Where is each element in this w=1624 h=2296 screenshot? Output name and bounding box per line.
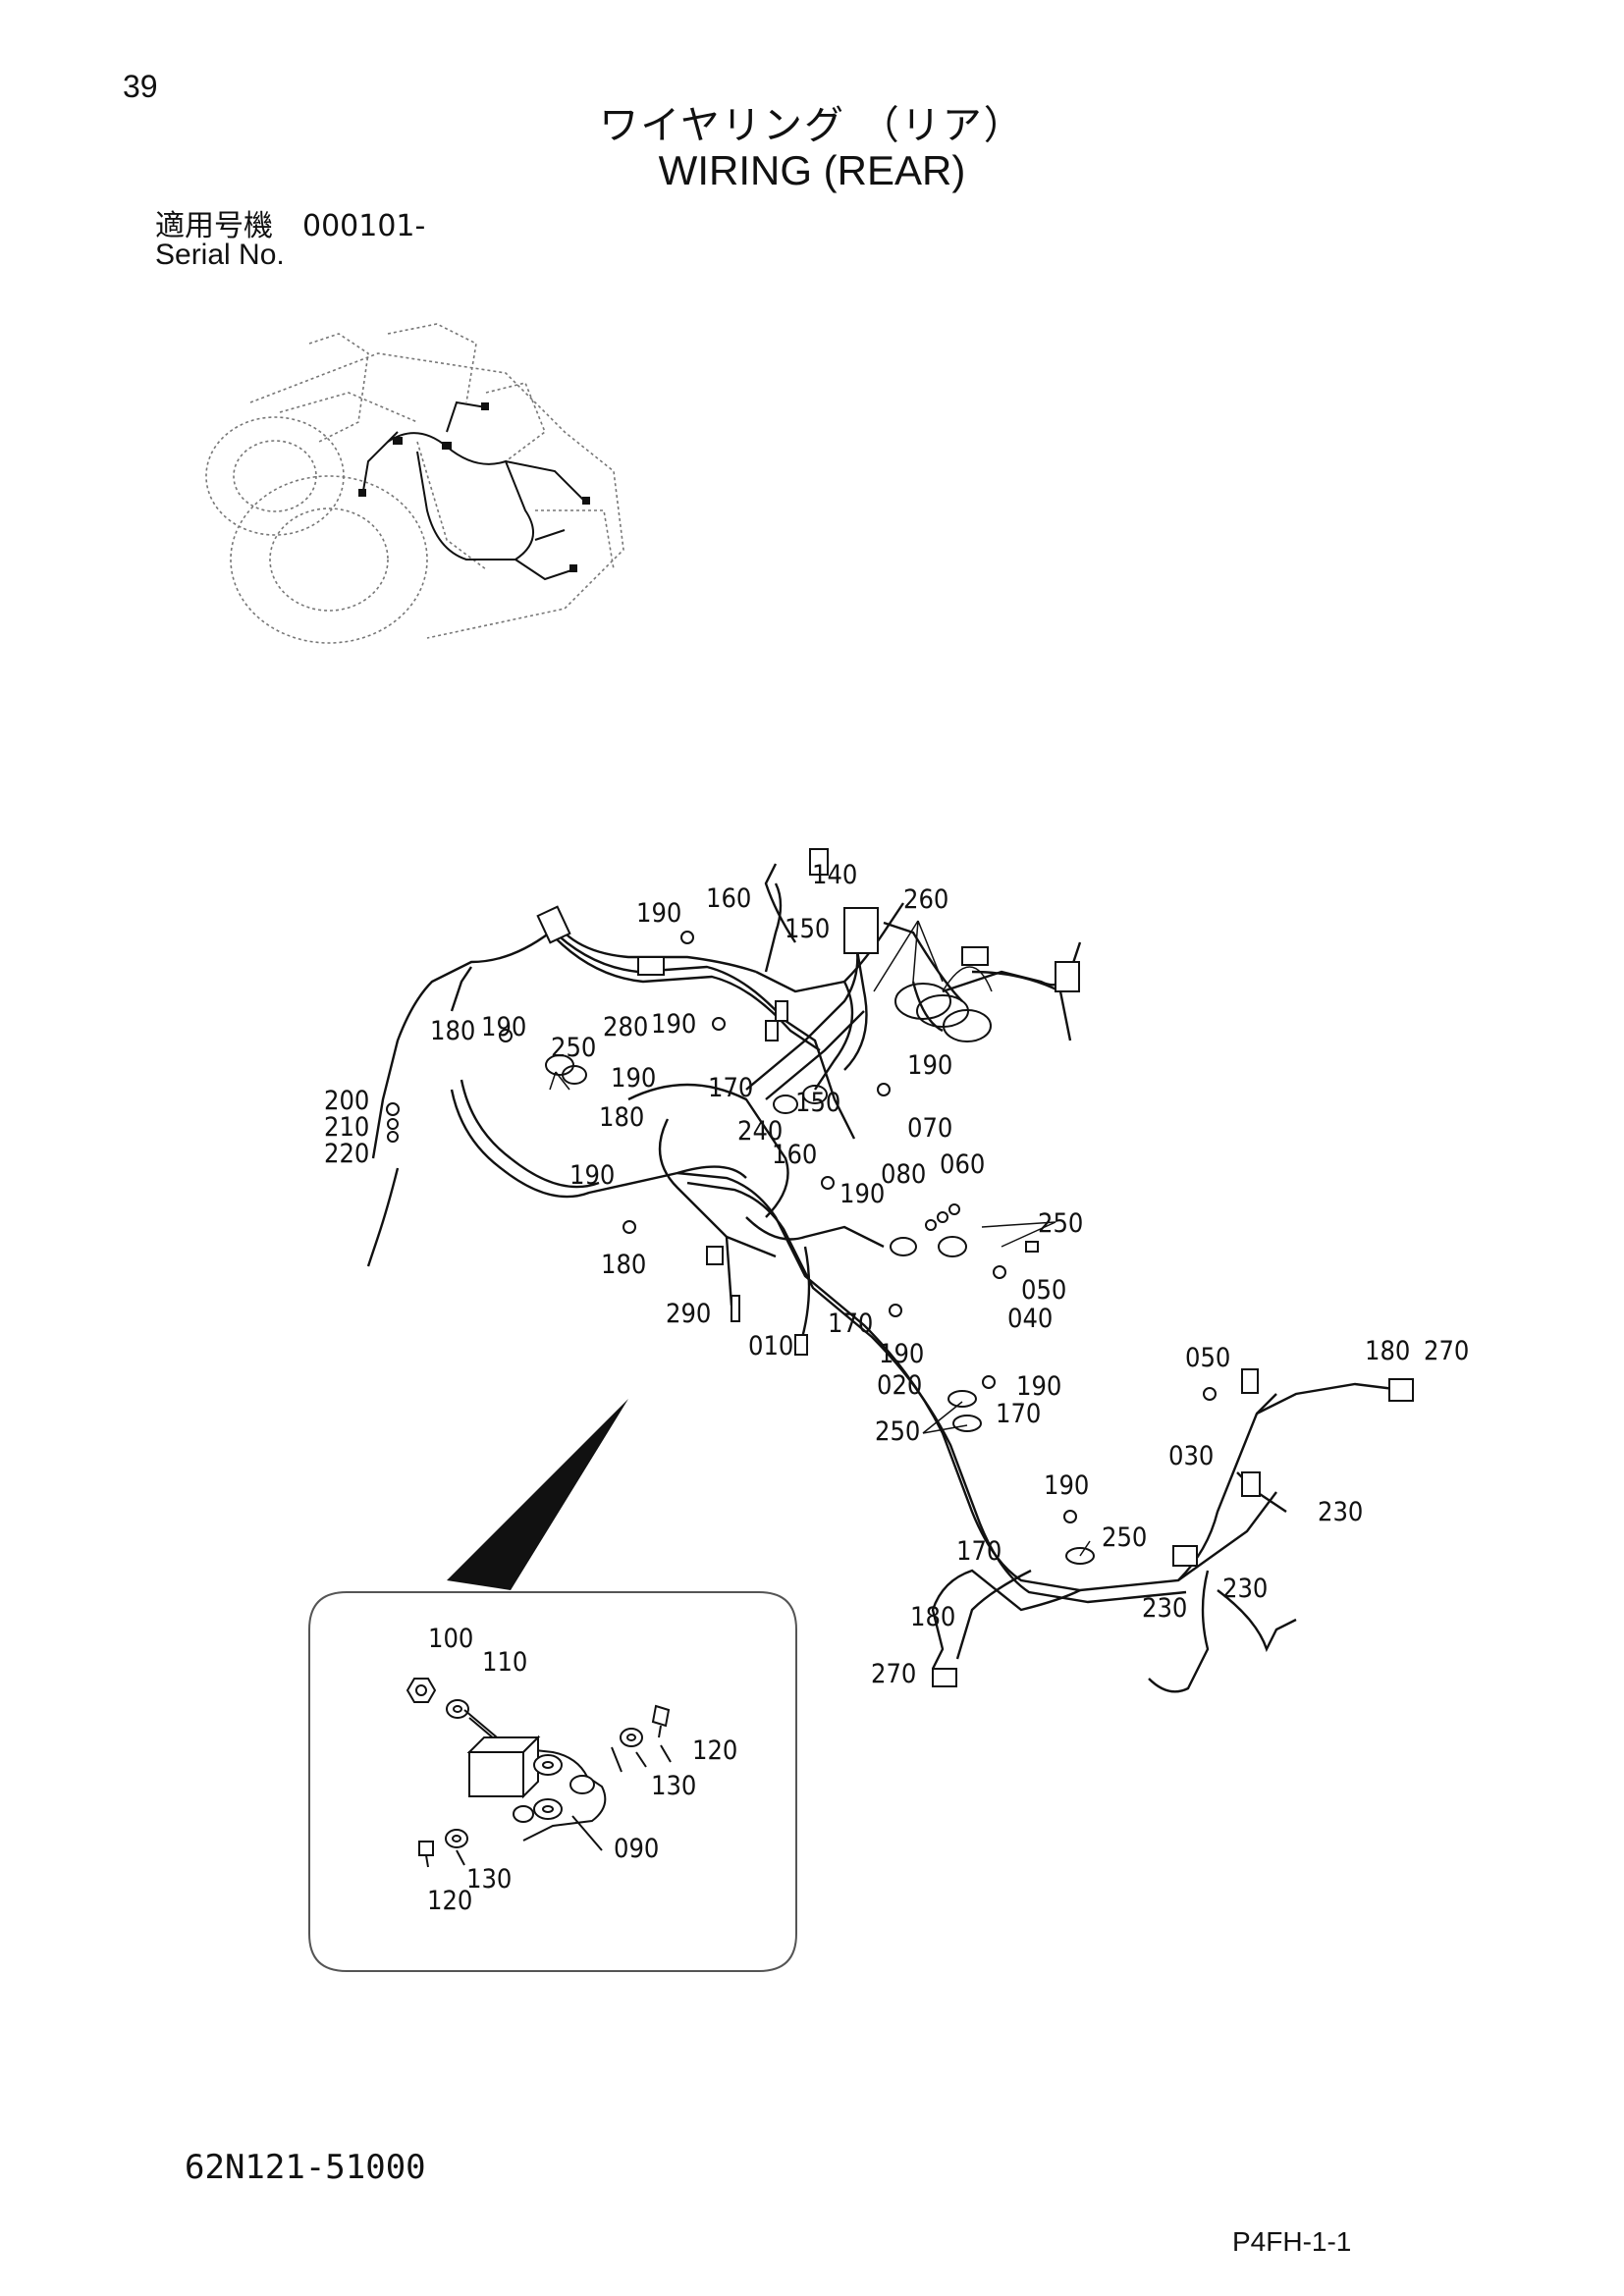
callout: 060: [940, 1149, 985, 1180]
page-title-japanese: ワイヤリング （リア）: [599, 103, 1025, 148]
callout: 030: [1168, 1441, 1214, 1471]
callout: 230: [1142, 1593, 1187, 1624]
inset-callout: 110: [482, 1647, 527, 1678]
inset-callout: 130: [466, 1864, 512, 1895]
callout: 250: [551, 1033, 596, 1063]
callout: 180: [599, 1102, 644, 1133]
callout: 200: [324, 1086, 369, 1116]
callout: 270: [1424, 1336, 1469, 1366]
callout: 070: [907, 1113, 952, 1144]
callout: 180: [601, 1250, 646, 1280]
callout: 180: [1365, 1336, 1410, 1366]
fasteners: [386, 931, 1217, 1523]
callout: 150: [795, 1088, 840, 1118]
callout: 150: [785, 914, 830, 944]
cable-clamps: [545, 983, 1095, 1565]
callout: 190: [651, 1009, 696, 1040]
callout: 260: [903, 884, 948, 915]
callout: 020: [877, 1370, 922, 1401]
callout: 190: [611, 1063, 656, 1094]
page-code: P4FH-1-1: [1232, 2226, 1352, 2257]
callout: 270: [871, 1659, 916, 1689]
inset-callout: 120: [692, 1735, 737, 1766]
connectors: [536, 848, 1414, 1687]
callout: 190: [879, 1339, 924, 1369]
detail-pointer: [447, 1399, 628, 1590]
callout: 250: [875, 1416, 920, 1447]
callout: 170: [956, 1536, 1001, 1567]
callout: 190: [1016, 1371, 1061, 1402]
callout: 290: [666, 1299, 711, 1329]
callout: 190: [569, 1160, 615, 1191]
callout: 050: [1021, 1275, 1066, 1306]
callout: 180: [910, 1602, 955, 1632]
inset-callout: 100: [428, 1624, 473, 1654]
callout: 230: [1318, 1497, 1363, 1527]
callout: 250: [1102, 1522, 1147, 1553]
serial-label: Serial No.: [155, 239, 285, 271]
callout: 170: [708, 1073, 753, 1103]
callout: 160: [772, 1140, 817, 1170]
callout: 170: [828, 1308, 873, 1339]
callout: 040: [1007, 1304, 1053, 1334]
serial-label-japanese: 適用号機 000101-: [155, 209, 426, 243]
callout: 220: [324, 1139, 369, 1169]
inset-parts: [406, 1678, 672, 1868]
callout: 250: [1038, 1208, 1083, 1239]
callout: 160: [706, 883, 751, 914]
callout: 280: [603, 1012, 648, 1042]
callout: 190: [636, 898, 681, 929]
page-title: WIRING (REAR): [658, 147, 966, 193]
callout: 140: [812, 860, 857, 890]
callout: 010: [748, 1331, 793, 1362]
callout: 190: [1044, 1470, 1089, 1501]
callout: 190: [839, 1179, 885, 1209]
inset-callout: 090: [614, 1834, 659, 1864]
inset-callout: 130: [651, 1771, 696, 1801]
page-number: 39: [123, 69, 158, 104]
callout: 050: [1185, 1343, 1230, 1373]
leader-lines: [549, 920, 1091, 1557]
callout: 190: [907, 1050, 952, 1081]
drawing-number: 62N121-51000: [185, 2148, 426, 2187]
inset-callout: 120: [427, 1886, 472, 1916]
callout: 190: [481, 1012, 526, 1042]
callout: 180: [430, 1016, 475, 1046]
callout: 240: [737, 1116, 783, 1147]
inset-frame: [308, 1591, 797, 1972]
callout: 080: [881, 1159, 926, 1190]
inset-detail-panel: 100 110 120 130 090 130 120: [308, 1591, 797, 1972]
callout: 230: [1222, 1574, 1268, 1604]
callout: 170: [996, 1399, 1041, 1429]
machine-locator-illustration: [205, 323, 624, 644]
callout: 210: [324, 1112, 369, 1143]
